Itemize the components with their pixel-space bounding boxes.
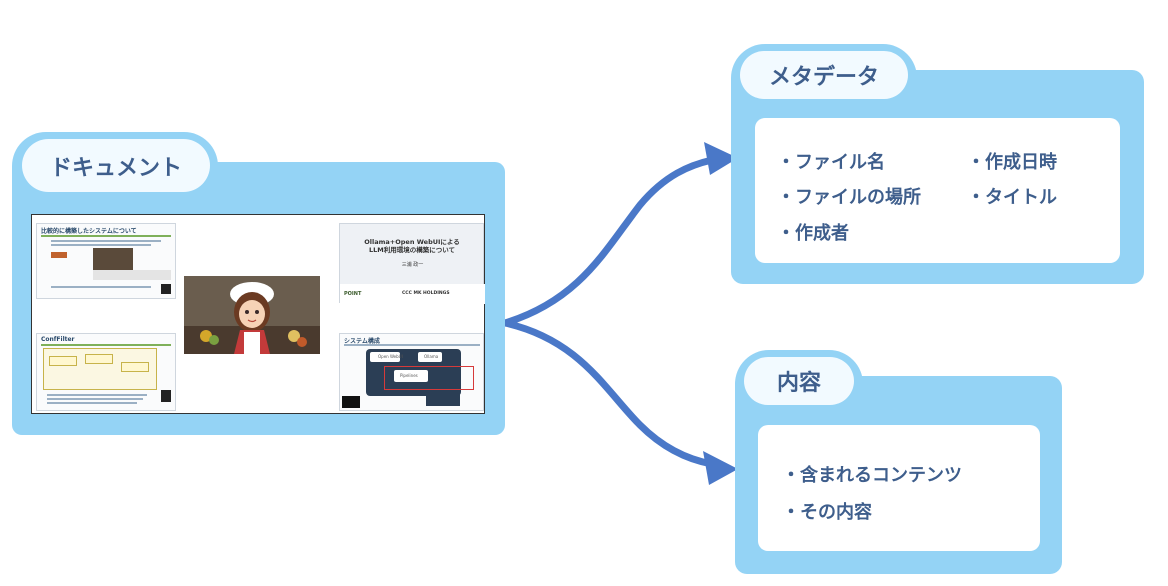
- arrow-to-content: [501, 319, 716, 468]
- slide-thumbnail-1: 比較的に構築したシステムについて: [36, 223, 176, 299]
- metadata-item-author: 作成者: [777, 219, 849, 245]
- slide-2-logo-left: POINT: [344, 291, 362, 297]
- slide-2-logo-right: CCC MK HOLDINGS: [402, 291, 450, 296]
- arrow-to-metadata: [501, 156, 716, 327]
- arrowhead-content: [703, 451, 738, 485]
- slide-thumbnail-3: ConfFilter: [36, 333, 176, 411]
- slide-4-node-pipelines: Pipelines: [400, 373, 418, 378]
- content-item-contained: 含まれるコンテンツ: [782, 461, 962, 487]
- slide-2-title: Ollama+Open WebUIによる LLM利用環境の構築について: [364, 238, 460, 255]
- slide-4-title: システム構成: [344, 338, 380, 345]
- slide-thumbnail-4: システム構成 Open WebUI Ollama Pipelines: [339, 333, 484, 411]
- content-item-details: その内容: [782, 498, 872, 524]
- metadata-item-created-date: 作成日時: [967, 148, 1057, 174]
- slide-3-title: ConfFilter: [41, 336, 75, 343]
- chef-illustration-art: [184, 276, 320, 354]
- metadata-list-box: ファイル名 ファイルの場所 作成者 作成日時 タイトル: [755, 118, 1120, 263]
- metadata-item-filename: ファイル名: [777, 148, 885, 174]
- slide-thumbnail-2: Ollama+Open WebUIによる LLM利用環境の構築について 三浦 政…: [339, 223, 485, 304]
- document-thumbnails-frame: 比較的に構築したシステムについて Ollama+Open WebUIによる LL…: [31, 214, 485, 414]
- document-heading: ドキュメント: [22, 139, 210, 192]
- chef-illustration: [184, 276, 320, 354]
- slide-4-node-openwebui: Open WebUI: [378, 354, 403, 359]
- slide-4-node-ollama: Ollama: [424, 354, 439, 359]
- metadata-item-file-location: ファイルの場所: [777, 183, 921, 209]
- content-list-box: 含まれるコンテンツ その内容: [758, 425, 1040, 551]
- slide-1-title: 比較的に構築したシステムについて: [41, 228, 137, 235]
- slide-2-author: 三浦 政一: [401, 262, 424, 268]
- metadata-heading: メタデータ: [740, 51, 908, 99]
- arrowhead-metadata: [704, 142, 738, 175]
- metadata-item-title: タイトル: [967, 183, 1057, 209]
- content-heading: 内容: [744, 357, 854, 405]
